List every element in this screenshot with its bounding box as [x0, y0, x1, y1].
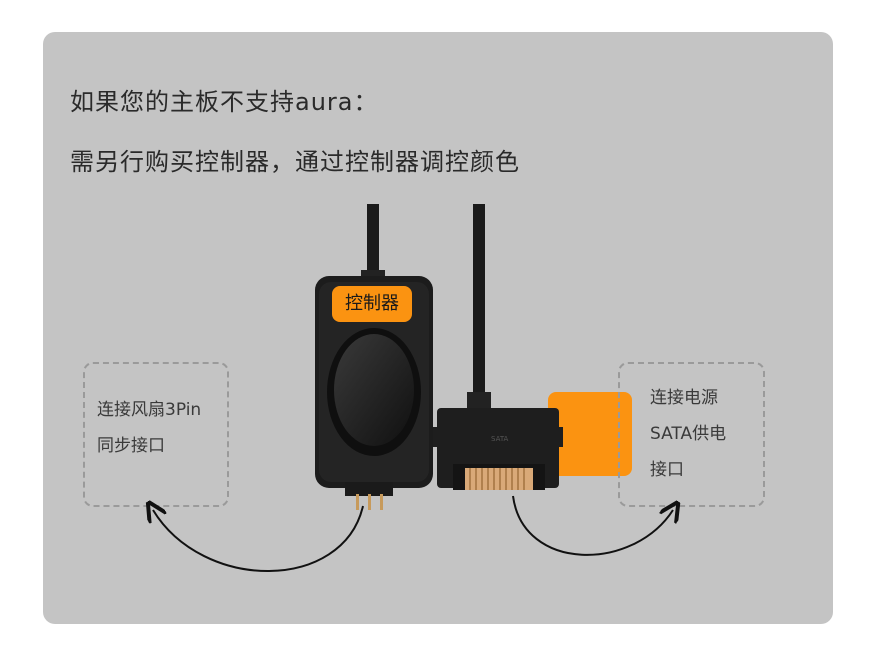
curved-arrow-left-icon	[153, 506, 364, 572]
fan-3pin-line-2: 同步接口	[97, 436, 165, 456]
sata-power-line-1: 连接电源	[650, 388, 718, 408]
sata-power-callout-text: 连接电源 SATA供电 接口	[650, 380, 726, 488]
sata-power-line-2: SATA供电	[650, 424, 727, 444]
sata-power-callout: 连接电源 SATA供电 接口	[618, 362, 765, 507]
headline-line-2: 需另行购买控制器，通过控制器调控颜色	[70, 148, 520, 176]
fan-3pin-callout-text: 连接风扇3Pin 同步接口	[97, 392, 201, 464]
svg-text:SATA: SATA	[491, 435, 509, 443]
controller-label: 控制器	[332, 286, 412, 322]
fan-3pin-line-1: 连接风扇3Pin	[97, 400, 202, 420]
curved-arrow-right-icon	[512, 495, 673, 556]
device-illustration: SATA	[43, 204, 833, 572]
controller-device-image	[315, 204, 433, 510]
sata-power-line-3: 接口	[650, 460, 684, 480]
sata-connector-image: SATA	[433, 204, 563, 490]
product-panel: 如果您的主板不支持aura： 需另行购买控制器，通过控制器调控颜色 连接风扇3P…	[43, 32, 833, 624]
headline-line-1: 如果您的主板不支持aura：	[70, 88, 379, 116]
